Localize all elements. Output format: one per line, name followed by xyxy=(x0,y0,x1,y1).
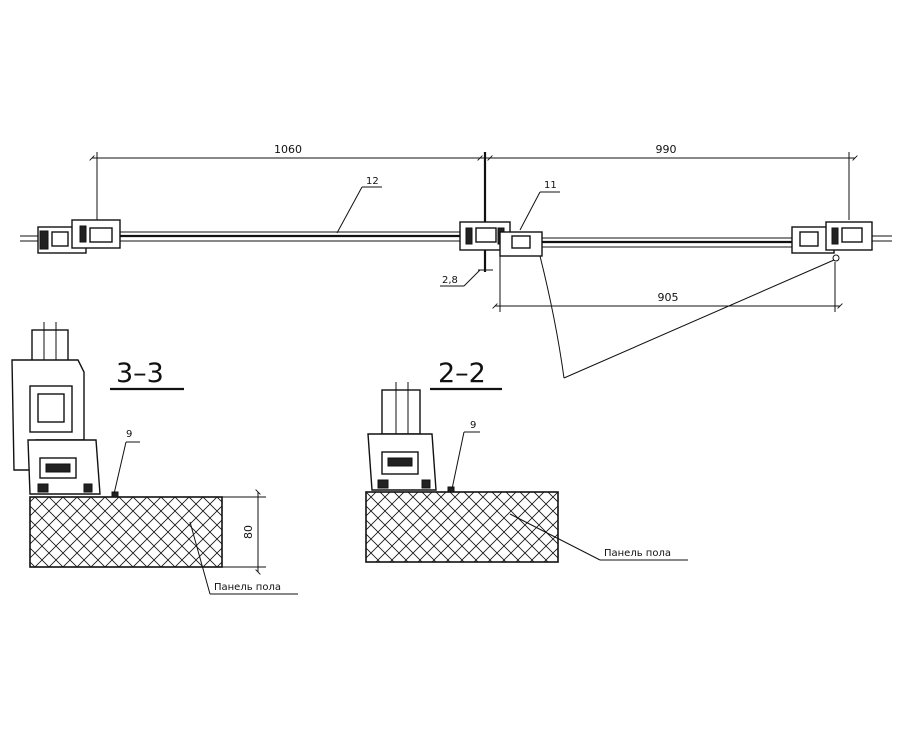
dimension-opening-label: 905 xyxy=(658,291,679,304)
section-2-2-leader-seal: 9 xyxy=(451,420,480,490)
leader-sash-label: 11 xyxy=(544,180,557,191)
dimension-right-label: 990 xyxy=(656,143,677,156)
section-3-3-panel-label: Панель пола xyxy=(214,582,281,593)
dimension-gap-label: 2,8 xyxy=(442,275,458,286)
section-2-2-panel-leader: Панель пола xyxy=(509,513,688,561)
section-3-3-dimension-height: 80 xyxy=(222,489,266,575)
dimension-gap: 2,8 xyxy=(440,269,493,287)
leader-sash: 11 xyxy=(519,180,560,231)
section-3-3: 3–3 9 xyxy=(11,322,298,595)
section-2-2-frame-profile xyxy=(367,382,437,491)
section-2-2: 2–2 9 Панель пола xyxy=(365,358,688,563)
dimension-right: 990 xyxy=(477,143,858,220)
section-3-3-frame-profile xyxy=(11,322,101,495)
section-3-3-dimension-height-label: 80 xyxy=(242,525,255,539)
section-2-2-panel-label: Панель пола xyxy=(604,548,671,559)
dimension-opening: 905 xyxy=(492,256,843,312)
left-frame-profile xyxy=(37,219,121,254)
section-3-3-leader-seal: 9 xyxy=(113,429,140,495)
section-3-3-floor-panel xyxy=(29,491,223,568)
section-2-2-floor-panel xyxy=(365,486,559,563)
section-3-3-panel-leader: Панель пола xyxy=(189,521,298,595)
leader-glass-label: 12 xyxy=(366,176,379,187)
center-frame-profile xyxy=(459,221,543,257)
leader-glass: 12 xyxy=(336,176,382,234)
door-swing-arc xyxy=(539,255,835,379)
dimension-left-label: 1060 xyxy=(274,143,302,156)
plan-view: 1060 990 xyxy=(20,143,892,379)
dimension-left: 1060 xyxy=(89,143,493,270)
sliding-glass-panel xyxy=(540,235,892,248)
section-2-2-title: 2–2 xyxy=(438,358,486,389)
right-frame-profile xyxy=(791,221,873,262)
fixed-glass-panel xyxy=(20,231,460,242)
section-3-3-leader-seal-label: 9 xyxy=(126,429,132,440)
section-3-3-title: 3–3 xyxy=(116,358,164,389)
section-2-2-leader-seal-label: 9 xyxy=(470,420,476,431)
